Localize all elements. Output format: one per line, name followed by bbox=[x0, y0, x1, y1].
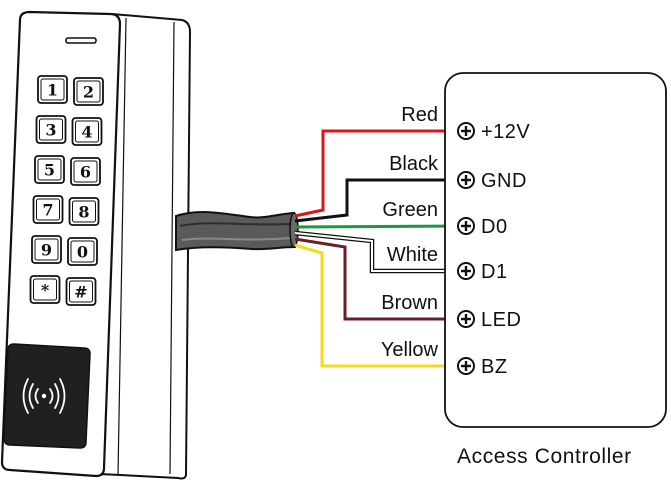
keypad-keys: 1 2 3 4 5 6 7 8 9 0 * # bbox=[29, 75, 104, 306]
key-label: # bbox=[74, 283, 87, 302]
cable bbox=[175, 211, 299, 252]
wire-core bbox=[294, 243, 459, 368]
keypad-key: * bbox=[29, 275, 61, 304]
key-inner-edge bbox=[69, 280, 93, 303]
key-inner-edge bbox=[33, 278, 57, 301]
key-label: 6 bbox=[80, 163, 91, 182]
key-cap bbox=[70, 157, 101, 186]
cable-highlight bbox=[181, 237, 293, 241]
screw-terminal-icon bbox=[457, 262, 475, 280]
rfid-waves-icon bbox=[22, 378, 66, 414]
reader-side-face bbox=[98, 12, 192, 480]
keypad-key: 1 bbox=[37, 75, 68, 104]
keypad-key: 6 bbox=[70, 157, 101, 186]
key-inner-edge bbox=[76, 80, 101, 103]
key-inner-edge bbox=[39, 118, 63, 141]
screw-terminal-icon bbox=[457, 217, 475, 235]
screw-terminal-icon bbox=[457, 122, 475, 140]
key-label: 0 bbox=[77, 243, 88, 262]
wire-black bbox=[294, 178, 459, 223]
key-cap bbox=[67, 237, 98, 266]
wire-label: Brown bbox=[381, 292, 438, 314]
keypad-key: 2 bbox=[73, 77, 104, 106]
key-inner-edge bbox=[36, 198, 60, 221]
wire-label: Yellow bbox=[381, 339, 439, 361]
rfid-read-area bbox=[3, 343, 91, 449]
key-label: 8 bbox=[78, 203, 89, 222]
wire-core bbox=[294, 232, 459, 272]
key-cap bbox=[35, 115, 67, 144]
wires bbox=[294, 129, 460, 368]
wire-core bbox=[294, 129, 459, 218]
screw-terminal-icon bbox=[457, 310, 475, 328]
wire-brown bbox=[294, 237, 459, 321]
wire-label: Black bbox=[389, 153, 439, 175]
key-inner-edge bbox=[72, 200, 96, 223]
key-inner-edge bbox=[37, 158, 62, 181]
terminal-label: +12V bbox=[481, 121, 530, 143]
key-label: 2 bbox=[83, 83, 94, 102]
key-inner-edge bbox=[70, 240, 95, 263]
wire-core bbox=[294, 178, 459, 223]
terminal-label: GND bbox=[481, 170, 527, 192]
wire-label: White bbox=[387, 244, 438, 266]
wire-core bbox=[294, 224, 460, 229]
key-inner-edge bbox=[75, 120, 99, 143]
wire-red bbox=[294, 129, 459, 218]
keypad-reader: 1 2 3 4 5 6 7 8 9 0 * # bbox=[0, 10, 192, 480]
key-cap bbox=[29, 275, 61, 304]
key-cap bbox=[71, 117, 103, 146]
key-cap bbox=[73, 77, 104, 106]
keypad-key: 0 bbox=[67, 237, 98, 266]
screw-terminal-icon bbox=[457, 171, 475, 189]
terminal-label: BZ bbox=[481, 356, 508, 378]
cable-end bbox=[289, 212, 299, 248]
key-label: 9 bbox=[41, 241, 52, 260]
key-label: 5 bbox=[44, 161, 55, 180]
key-label: 7 bbox=[42, 201, 53, 220]
key-label: * bbox=[41, 281, 50, 300]
access-controller-box bbox=[444, 72, 667, 428]
cable-shading bbox=[179, 222, 291, 227]
key-label: 1 bbox=[47, 81, 58, 100]
key-cap bbox=[65, 277, 97, 306]
screw-terminal-icon bbox=[457, 357, 475, 375]
terminal-label: LED bbox=[481, 309, 521, 331]
key-inner-edge bbox=[40, 78, 65, 101]
key-cap bbox=[34, 155, 65, 184]
key-cap bbox=[68, 197, 100, 226]
keypad-key: 7 bbox=[32, 195, 64, 224]
keypad-key: 5 bbox=[34, 155, 65, 184]
terminal-label: D1 bbox=[481, 261, 508, 283]
keypad-key: 8 bbox=[68, 197, 100, 226]
key-inner-edge bbox=[73, 160, 98, 183]
controller-caption: Access Controller bbox=[457, 445, 632, 468]
speaker-slot bbox=[65, 37, 97, 44]
wire-label: Green bbox=[382, 199, 438, 221]
wire-yellow bbox=[294, 243, 459, 368]
keypad-key: # bbox=[65, 277, 97, 306]
key-label: 4 bbox=[81, 123, 92, 142]
key-label: 3 bbox=[45, 121, 56, 140]
wire-white bbox=[294, 230, 459, 274]
keypad-key: 3 bbox=[35, 115, 67, 144]
keypad-key: 9 bbox=[31, 235, 62, 264]
key-inner-edge bbox=[34, 238, 59, 261]
terminal-label: D0 bbox=[481, 216, 508, 238]
reader-edge-line bbox=[117, 17, 127, 476]
key-cap bbox=[37, 75, 68, 104]
reader-edge-line bbox=[169, 21, 175, 475]
key-cap bbox=[32, 195, 64, 224]
wire-core bbox=[294, 237, 459, 321]
wire-green bbox=[294, 224, 460, 229]
wire-label: Red bbox=[401, 104, 438, 126]
keypad-key: 4 bbox=[71, 117, 103, 146]
cable-jacket bbox=[175, 211, 297, 252]
key-cap bbox=[31, 235, 62, 264]
